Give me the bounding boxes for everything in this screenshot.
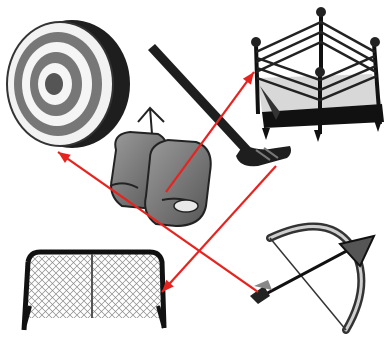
bow-and-arrow-icon [250,226,374,330]
arrowhead-ring [243,72,254,85]
boxing-gloves-icon [110,108,211,226]
arrowhead-target [58,152,71,163]
boxing-ring-icon [251,7,384,142]
hockey-goal-icon [24,252,164,330]
archery-target-icon [7,20,130,148]
